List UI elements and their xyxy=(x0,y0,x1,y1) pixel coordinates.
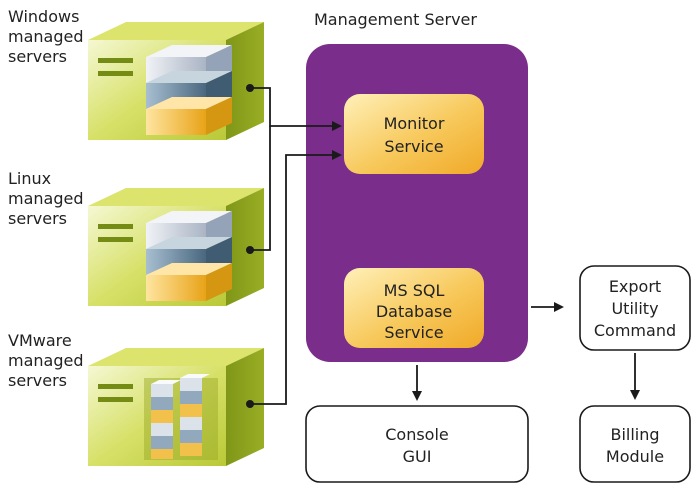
billing-module-box: Billing Module xyxy=(579,405,691,483)
svg-text:Module: Module xyxy=(606,447,664,466)
monitor-service-box: Monitor Service xyxy=(344,94,484,174)
vmware-server-icon xyxy=(88,348,264,466)
console-gui-box: Console GUI xyxy=(305,405,529,483)
svg-text:Service: Service xyxy=(384,137,443,156)
windows-server-icon xyxy=(88,22,264,140)
svg-text:Service: Service xyxy=(384,323,443,342)
svg-text:servers: servers xyxy=(8,371,67,390)
svg-text:managed: managed xyxy=(8,27,84,46)
svg-text:Export: Export xyxy=(609,277,661,296)
database-service-box: MS SQL Database Service xyxy=(344,268,484,348)
svg-text:VMware: VMware xyxy=(8,331,72,350)
export-utility-box: Export Utility Command xyxy=(579,265,691,351)
svg-text:GUI: GUI xyxy=(403,447,432,466)
svg-text:Console: Console xyxy=(385,425,449,444)
svg-text:servers: servers xyxy=(8,47,67,66)
management-server-title: Management Server xyxy=(314,10,477,29)
linux-label: Linux managed servers xyxy=(8,169,84,228)
svg-text:managed: managed xyxy=(8,189,84,208)
svg-text:Monitor: Monitor xyxy=(384,114,445,133)
linux-server-icon xyxy=(88,188,264,306)
svg-text:MS SQL: MS SQL xyxy=(384,281,445,300)
connection-lines xyxy=(246,84,640,408)
svg-text:Billing: Billing xyxy=(610,425,659,444)
svg-text:Database: Database xyxy=(376,302,452,321)
svg-text:Command: Command xyxy=(594,321,676,340)
svg-text:Linux: Linux xyxy=(8,169,51,188)
svg-text:Windows: Windows xyxy=(8,7,79,26)
svg-text:Utility: Utility xyxy=(611,299,658,318)
svg-text:managed: managed xyxy=(8,351,84,370)
windows-label: Windows managed servers xyxy=(8,7,84,66)
svg-text:servers: servers xyxy=(8,209,67,228)
vmware-label: VMware managed servers xyxy=(8,331,84,390)
